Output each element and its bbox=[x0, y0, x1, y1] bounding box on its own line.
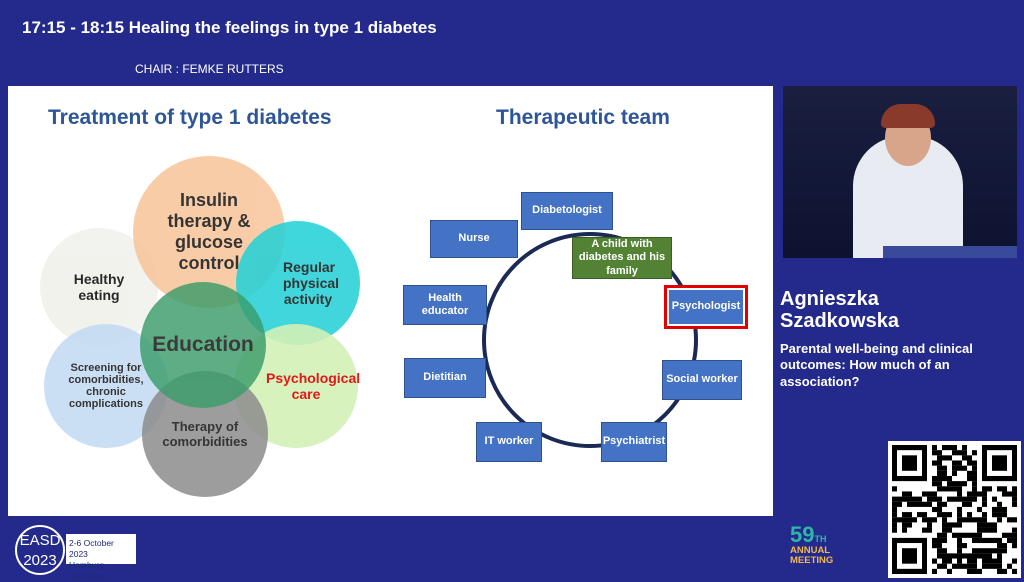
logo-text-top: EASD bbox=[19, 532, 61, 549]
team-child-family: A child with diabetes and his family bbox=[572, 237, 672, 279]
easd-logo: EASD 2023 bbox=[15, 525, 65, 575]
meeting-number: 59 bbox=[790, 522, 815, 547]
speaker-last-name: Szadkowska bbox=[780, 310, 899, 332]
meeting-line1: ANNUAL bbox=[790, 545, 831, 556]
circle-label: Psychological care bbox=[266, 370, 361, 402]
session-title: 17:15 - 18:15 Healing the feelings in ty… bbox=[22, 18, 437, 37]
logo-text-bottom: 2023 bbox=[23, 552, 57, 569]
team-health-educator: Health educator bbox=[403, 285, 487, 325]
left-slide-title: Treatment of type 1 diabetes bbox=[48, 106, 332, 129]
event-place: Hamburg, Germany bbox=[69, 560, 107, 581]
meeting-line2: MEETING bbox=[790, 554, 834, 566]
circle-education: Education bbox=[140, 282, 266, 408]
circle-label: Insulin therapy & glucose control bbox=[167, 190, 251, 273]
meeting-suffix: TH bbox=[814, 534, 827, 544]
speaker-first-name: Agnieszka bbox=[780, 288, 879, 310]
team-social-worker: Social worker bbox=[662, 360, 742, 400]
event-dates: 2-6 October 2023 bbox=[69, 538, 114, 559]
team-psychiatrist: Psychiatrist bbox=[601, 422, 667, 462]
circle-label: Therapy of comorbidities bbox=[162, 419, 248, 449]
circle-label: Education bbox=[152, 333, 254, 356]
circle-label: Regular physical activity bbox=[283, 259, 340, 307]
qr-pattern bbox=[892, 445, 1017, 574]
team-it-worker: IT worker bbox=[476, 422, 542, 462]
team-ring bbox=[482, 232, 698, 448]
team-dietitian: Dietitian bbox=[404, 358, 486, 398]
talk-title: Parental well-being and clinical outcome… bbox=[780, 341, 973, 389]
speaker-hair bbox=[881, 104, 935, 128]
team-psychologist: Psychologist bbox=[664, 285, 748, 329]
circle-label: Healthy eating bbox=[73, 271, 125, 303]
speaker-video bbox=[783, 86, 1017, 258]
annual-meeting-badge: 59TH ANNUAL MEETING bbox=[790, 524, 833, 565]
right-slide-title: Therapeutic team bbox=[496, 106, 670, 129]
team-nurse: Nurse bbox=[430, 220, 518, 258]
qr-code[interactable] bbox=[888, 441, 1021, 578]
circle-label: Screening for comorbidities, chronic com… bbox=[68, 362, 144, 410]
podium bbox=[883, 246, 1017, 258]
presentation-slide: Treatment of type 1 diabetes Therapeutic… bbox=[8, 86, 773, 516]
chair-label: CHAIR : FEMKE RUTTERS bbox=[135, 62, 284, 76]
team-diabetologist: Diabetologist bbox=[521, 192, 613, 230]
